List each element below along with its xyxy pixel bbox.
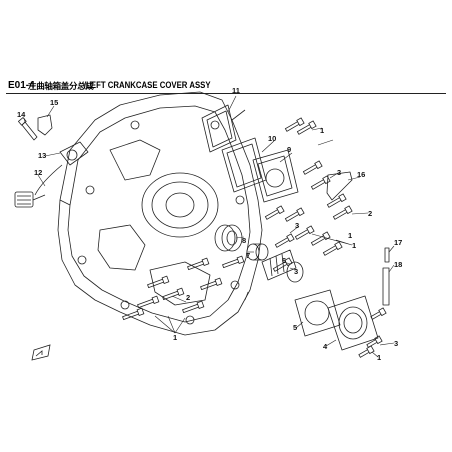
callout-label: 18 bbox=[394, 260, 402, 269]
diagram-title: E01-4 左曲轴箱盖分总成 /LEFT CRANKCASE COVER ASS… bbox=[6, 80, 446, 94]
bushing-7 bbox=[246, 243, 269, 261]
dowel-pin-17 bbox=[384, 247, 390, 263]
title-chinese: 左曲轴箱盖分总成 bbox=[28, 82, 94, 92]
cover-4 bbox=[327, 295, 379, 351]
callout-label: 3 bbox=[337, 168, 341, 177]
title-english: /LEFT CRANKCASE COVER ASSY bbox=[84, 80, 211, 91]
leader-lines bbox=[23, 95, 395, 358]
bracket-16 bbox=[326, 171, 353, 201]
dowel-pin-18 bbox=[382, 267, 390, 306]
shaft-6 bbox=[261, 249, 304, 283]
sensor-13 bbox=[34, 141, 89, 196]
callout-label: 6 bbox=[282, 256, 286, 265]
callout-label: 2 bbox=[368, 209, 372, 218]
clip-15 bbox=[37, 114, 53, 136]
callout-label: 3 bbox=[394, 339, 398, 348]
callout-label: 13 bbox=[38, 151, 46, 160]
callout-label: 3 bbox=[294, 267, 298, 276]
cover-main-bore bbox=[141, 172, 219, 238]
callout-label: 1 bbox=[377, 353, 381, 362]
callout-labels: 11 15 14 10 9 1 3 16 13 12 2 1 3 1 8 7 6… bbox=[17, 86, 402, 362]
title-underline bbox=[6, 93, 446, 94]
crankcase-cover bbox=[57, 91, 263, 336]
callout-label: 9 bbox=[287, 145, 291, 154]
callout-label: 16 bbox=[357, 170, 365, 179]
callout-label: 1 bbox=[348, 231, 352, 240]
callout-label: 2 bbox=[186, 293, 190, 302]
callout-label: 4 bbox=[323, 342, 328, 351]
arrow-marker-icon bbox=[31, 344, 51, 361]
callout-label: 10 bbox=[268, 134, 276, 143]
callout-label: 17 bbox=[394, 238, 402, 247]
callout-label: 1 bbox=[352, 241, 356, 250]
title-code: E01-4 bbox=[8, 80, 35, 91]
callout-label: 12 bbox=[34, 168, 42, 177]
bolt-14 bbox=[18, 117, 38, 141]
gasket-5 bbox=[294, 289, 341, 337]
callout-label: 14 bbox=[17, 110, 26, 119]
callout-label: 15 bbox=[50, 98, 58, 107]
callout-label: 7 bbox=[246, 251, 250, 260]
callout-label: 1 bbox=[320, 126, 324, 135]
cover-plate-9 bbox=[252, 149, 299, 203]
callout-label: 3 bbox=[295, 221, 299, 230]
callout-label: 8 bbox=[242, 236, 246, 245]
gasket-11 bbox=[201, 104, 237, 153]
connector-12 bbox=[14, 191, 46, 208]
callout-label: 1 bbox=[173, 333, 177, 342]
callout-label: 11 bbox=[232, 86, 240, 95]
bolt-set bbox=[122, 117, 387, 358]
callout-label: 5 bbox=[293, 323, 297, 332]
